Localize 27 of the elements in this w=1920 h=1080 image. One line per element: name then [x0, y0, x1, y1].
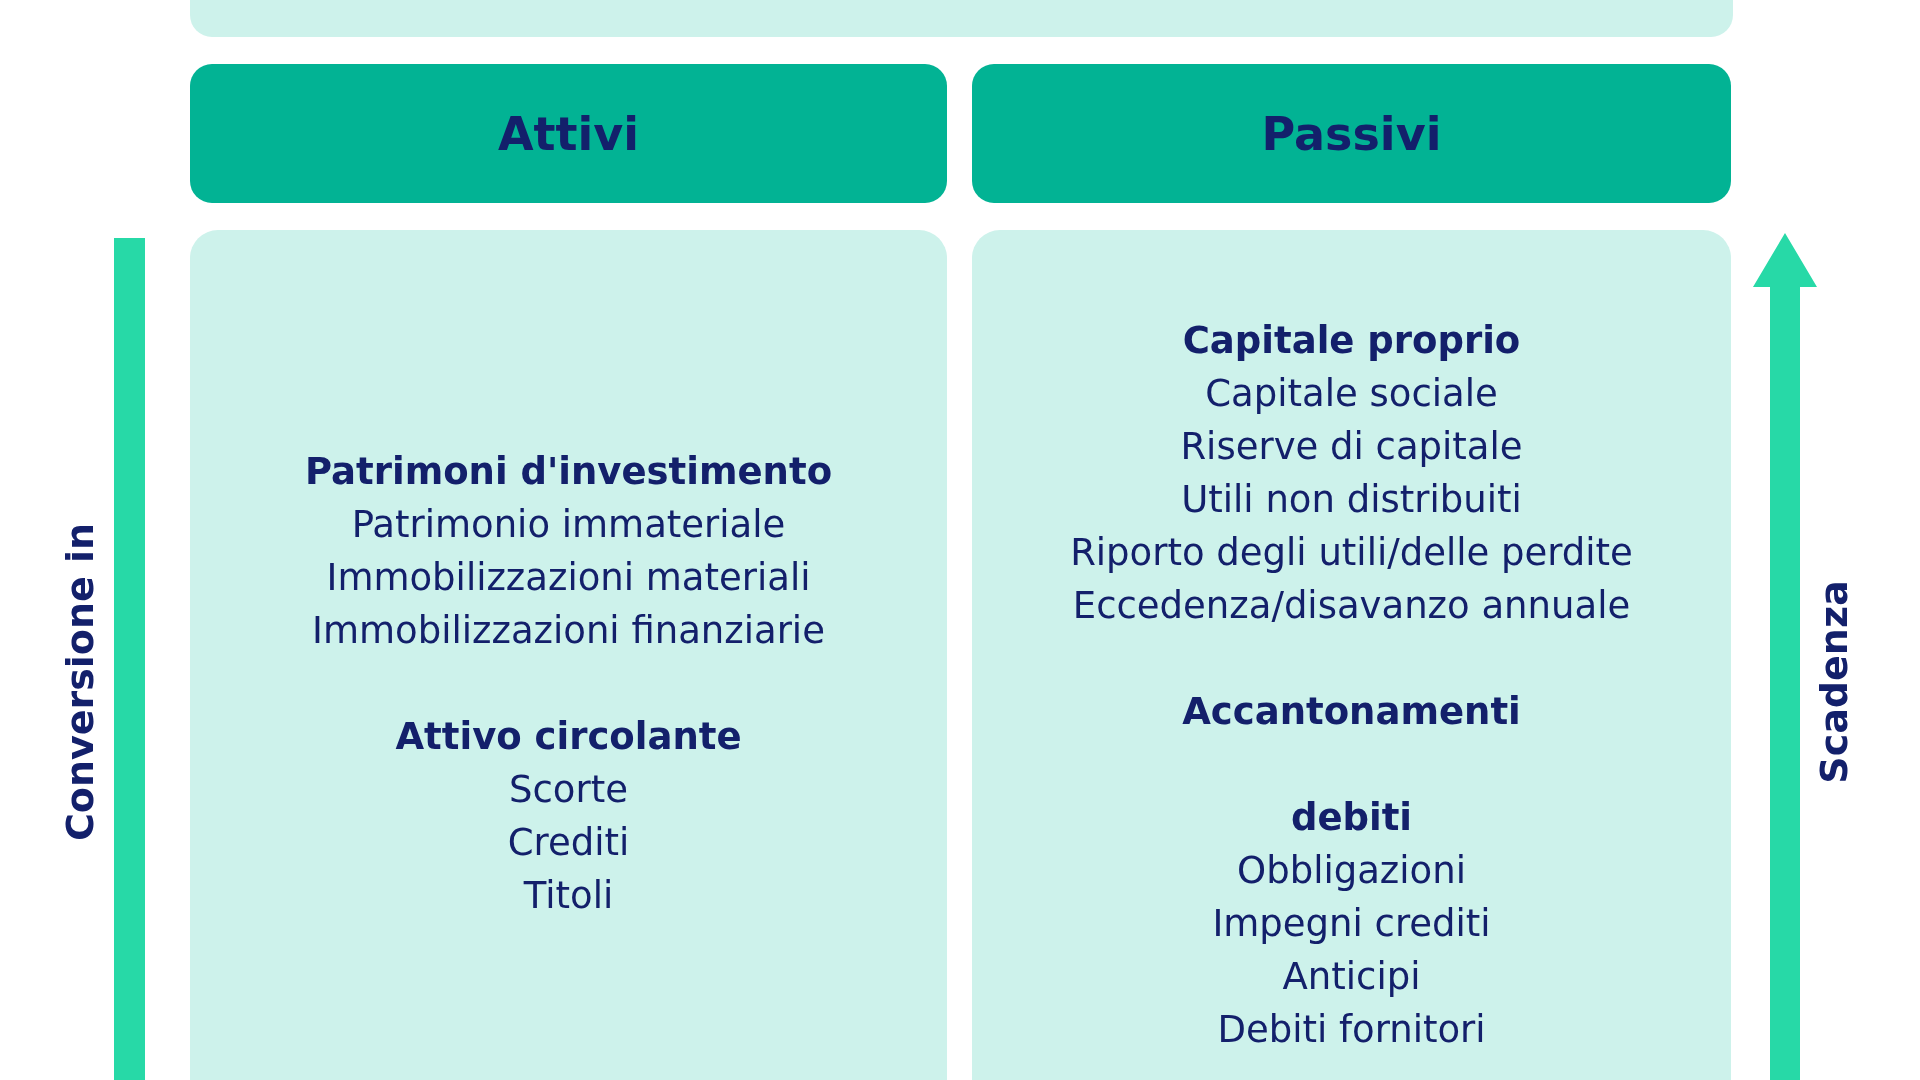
- header-band: [190, 0, 1733, 37]
- list-item: Riserve di capitale: [1180, 424, 1523, 470]
- section-heading: debiti: [1290, 795, 1413, 841]
- list-item: Titoli: [523, 873, 614, 919]
- content-panel: [972, 230, 1731, 1080]
- column-header: Passivi: [972, 64, 1731, 203]
- list-item: Scorte: [509, 767, 628, 813]
- list-item: Impegni crediti: [1212, 901, 1491, 947]
- list-item: Riporto degli utili/delle perdite: [1070, 530, 1633, 576]
- content-panel: [190, 230, 947, 1080]
- column-header: Attivi: [190, 64, 947, 203]
- list-item: Immobilizzazioni materiali: [326, 555, 811, 601]
- list-item: Utili non distribuiti: [1181, 477, 1522, 523]
- list-item: Anticipi: [1282, 954, 1421, 1000]
- section-heading: Accantonamenti: [1182, 689, 1521, 735]
- axis-label: Conversione in: [58, 522, 103, 842]
- list-item: Capitale sociale: [1205, 371, 1498, 417]
- list-item: Debiti fornitori: [1217, 1007, 1486, 1053]
- list-item: Crediti: [507, 820, 630, 866]
- list-item: Immobilizzazioni finanziarie: [312, 608, 825, 654]
- axis-label: Scadenza: [1811, 580, 1856, 784]
- section-heading: Capitale proprio: [1182, 318, 1521, 364]
- list-item: Obbligazioni: [1237, 848, 1466, 894]
- list-item: Eccedenza/disavanzo annuale: [1072, 583, 1631, 629]
- section-heading: Patrimoni d'investimento: [304, 449, 833, 495]
- list-item: Patrimonio immateriale: [351, 502, 786, 548]
- section-heading: Attivo circolante: [395, 714, 742, 760]
